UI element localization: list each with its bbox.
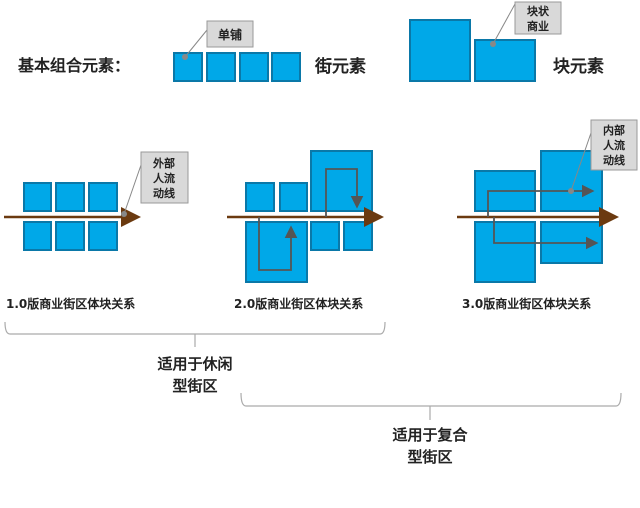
composite-group-line-1: 适用于复合 [392,426,468,444]
leisure-group-line-2: 型街区 [172,377,217,395]
svg-text:动线: 动线 [153,186,175,200]
stage-1-label: 1.0版商业街区体块关系 [6,296,135,311]
stage-1-diagram: 外部 人流 动线 [4,151,189,251]
svg-text:块状: 块状 [527,4,550,18]
bracket-leisure [4,321,386,347]
internal-flow-path [487,184,595,217]
block-callout: 块状 商业 [490,1,562,47]
composite-group-line-2: 型街区 [407,448,452,466]
svg-text:人流: 人流 [153,171,175,185]
block-element-blocks [409,19,536,82]
stage-2-diagram [227,150,384,283]
internal-flow-path [325,168,364,217]
svg-text:商业: 商业 [527,19,549,33]
leisure-group-line-1: 适用于休闲 [157,355,232,373]
svg-text:人流: 人流 [603,138,625,152]
svg-text:动线: 动线 [603,153,625,167]
stage-3-diagram: 内部 人流 动线 [457,119,638,283]
internal-flow-path [258,217,298,271]
street-element-shops [173,52,301,82]
basic-elements-title: 基本组合元素： [17,56,130,75]
internal-flow-callout: 内部 人流 动线 [568,119,638,194]
internal-flow-path [493,217,599,250]
street-element-label: 街元素 [314,56,366,77]
shop-callout: 单铺 [182,20,254,60]
block-element-label: 块元素 [553,57,604,77]
svg-text:外部: 外部 [152,156,175,170]
external-flow-callout: 外部 人流 动线 [121,151,189,217]
stage-3-label: 3.0版商业街区体块关系 [462,296,591,311]
stage-2-label: 2.0版商业街区体块关系 [234,296,363,311]
bracket-composite [240,392,622,420]
svg-text:内部: 内部 [603,123,625,137]
svg-text:单铺: 单铺 [218,27,242,42]
